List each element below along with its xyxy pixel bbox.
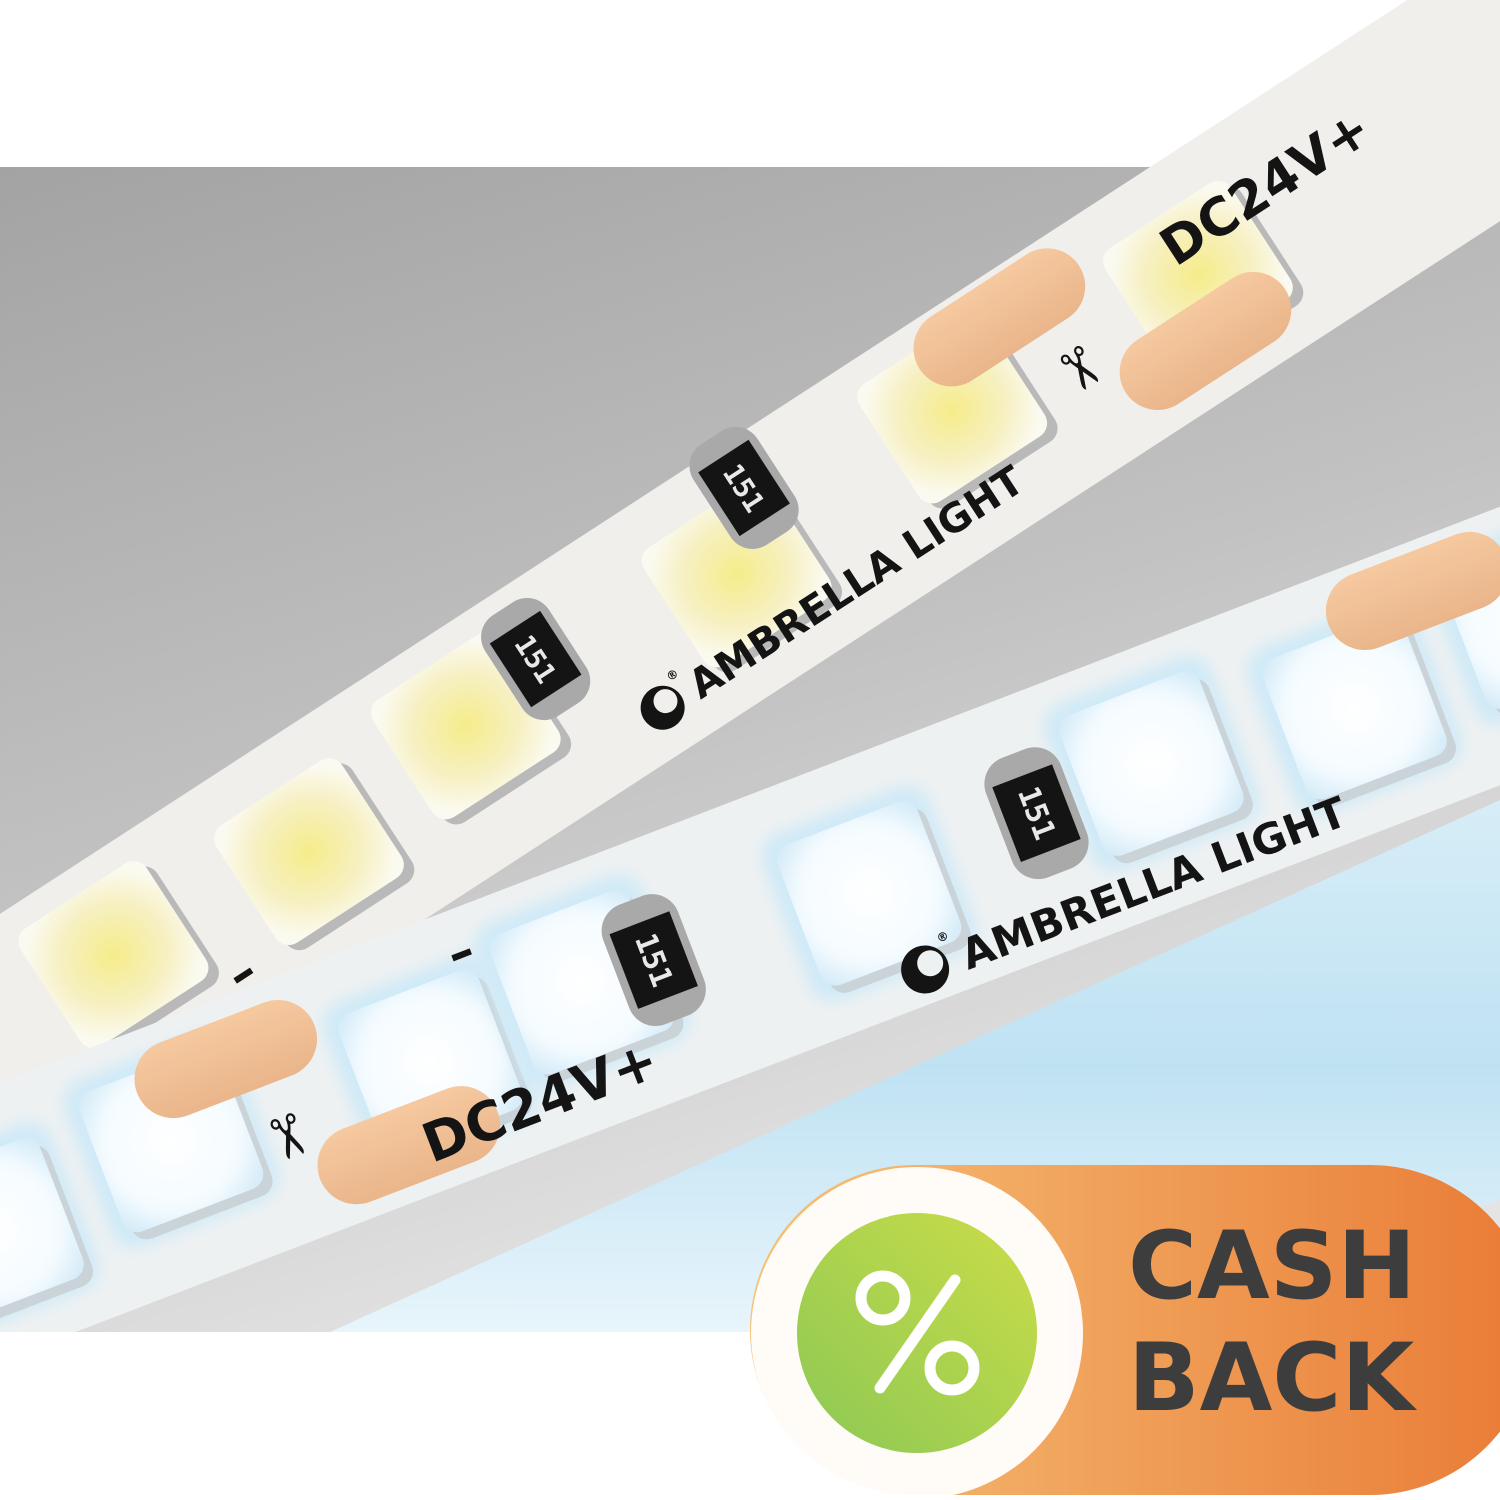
cashback-badge: CASH BACK — [750, 1165, 1500, 1499]
percent-icon — [855, 1270, 980, 1396]
solder-pad — [317, 1086, 501, 1205]
resistor: 151 — [601, 894, 706, 1026]
resistor: 151 — [689, 426, 799, 549]
resistor: 151 — [481, 597, 591, 721]
solder-pad — [134, 999, 318, 1119]
led-chip — [0, 1122, 100, 1339]
solder-pad — [1325, 531, 1500, 651]
badge-line-1: CASH — [1128, 1212, 1416, 1321]
registered-mark: ® — [935, 928, 951, 945]
led-chip — [1043, 655, 1260, 872]
solder-pad — [1119, 271, 1292, 410]
led-chip — [761, 785, 978, 1002]
warm-led-strip: 151 151 ® AMBRELLA LIGHT ✂ DC24V+ – — [0, 0, 1500, 1299]
badge-line-2: BACK — [1128, 1324, 1417, 1433]
led-chip — [18, 861, 219, 1054]
led-chip — [214, 758, 415, 951]
resistor: 151 — [984, 747, 1089, 880]
led-chip — [857, 316, 1058, 509]
led-chip — [1246, 599, 1463, 816]
solder-pad — [913, 248, 1086, 387]
